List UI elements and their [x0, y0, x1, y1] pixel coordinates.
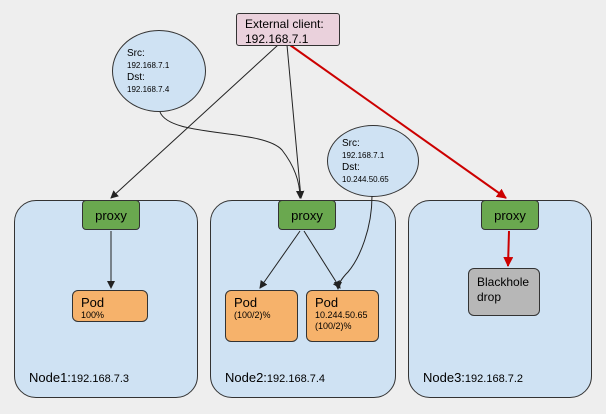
node1-pod: Pod 100% — [72, 290, 148, 322]
node3-label: Node3:192.168.7.2 — [423, 370, 523, 385]
node3-proxy: proxy — [481, 200, 539, 230]
node2-proxy: proxy — [278, 200, 336, 230]
node1-ip: 192.168.7.3 — [70, 373, 130, 385]
node2-pod-a: Pod (100/2)% — [225, 290, 298, 342]
node3-ip: 192.168.7.2 — [464, 373, 524, 385]
packet-bubble-2: Src: 192.168.7.1 Dst: 10.244.50.65 — [327, 125, 419, 197]
bubble1-dst-label: Dst: — [127, 72, 145, 83]
bubble1-src-ip: 192.168.7.1 — [127, 61, 170, 70]
node2-pod-b-ip: 10.244.50.65 — [315, 310, 368, 320]
arrow-node2-proxy-to-pod-a — [259, 230, 301, 289]
node1-proxy: proxy — [82, 200, 140, 230]
node2-pod-b-weight: (100/2)% — [315, 321, 352, 331]
bubble2-dst-label: Dst: — [342, 162, 360, 173]
arrow-client-to-node1-proxy — [110, 44, 279, 199]
node2-pod-a-weight: (100/2)% — [234, 310, 271, 320]
node1-pod-title: Pod — [81, 295, 105, 310]
arrow-bubble1-path-to-node2-proxy — [159, 111, 304, 199]
arrow-node3-proxy-to-blackhole — [503, 230, 514, 267]
arrow-client-to-node2-proxy — [286, 44, 305, 199]
bubble2-src-ip: 192.168.7.1 — [342, 151, 385, 160]
external-client-title: External client: — [245, 17, 324, 31]
node2-name: Node2: — [225, 370, 267, 385]
bubble1-dst-ip: 192.168.7.4 — [127, 85, 170, 94]
blackhole-line2: drop — [477, 290, 502, 304]
node2-pod-b-title: Pod — [315, 295, 339, 310]
node1-pod-weight: 100% — [81, 310, 105, 320]
node1-name: Node1: — [29, 370, 71, 385]
external-client-box: External client: 192.168.7.1 — [236, 13, 340, 46]
blackhole-line1: Blackhole — [477, 275, 530, 289]
node2-pod-a-title: Pod — [234, 295, 258, 310]
bubble2-src-label: Src: — [342, 138, 360, 149]
arrow-client-to-node3-proxy-drop — [289, 44, 507, 199]
node2-ip: 192.168.7.4 — [266, 373, 326, 385]
bubble1-src-label: Src: — [127, 48, 145, 59]
blackhole-box: Blackhole drop — [468, 268, 540, 316]
arrow-bubble2-path-to-pod-b — [334, 195, 373, 290]
node2-pod-b: Pod 10.244.50.65 (100/2)% — [306, 290, 379, 342]
node1-label: Node1:192.168.7.3 — [29, 370, 129, 385]
bubble2-dst-ip: 10.244.50.65 — [342, 175, 389, 184]
external-client-ip: 192.168.7.1 — [245, 32, 309, 46]
packet-bubble-1: Src: 192.168.7.1 Dst: 192.168.7.4 — [112, 30, 206, 112]
arrow-node2-proxy-to-pod-b — [303, 230, 341, 289]
node3-name: Node3: — [423, 370, 465, 385]
node2-label: Node2:192.168.7.4 — [225, 370, 325, 385]
